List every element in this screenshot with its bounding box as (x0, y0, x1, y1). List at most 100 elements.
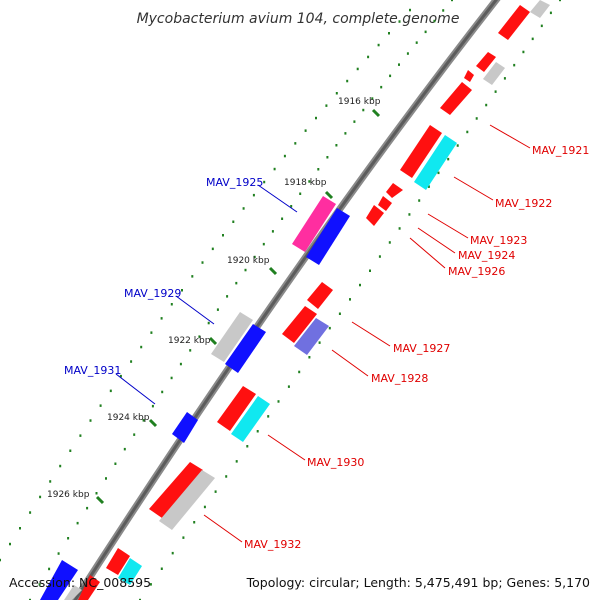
gene-feature (530, 0, 550, 18)
gene-feature (282, 306, 317, 343)
ring-dot (242, 207, 245, 210)
ring-dot (193, 521, 196, 524)
ring-dot (369, 269, 371, 272)
tick-label-1922: 1922 kbp (168, 336, 211, 346)
ring-dot (133, 433, 136, 436)
gene-feature (378, 196, 392, 211)
ring-dot (371, 97, 374, 100)
ring-dot (398, 227, 401, 230)
tick-label-1918: 1918 kbp (284, 178, 327, 188)
ring-dot (325, 104, 328, 107)
ring-dot (389, 74, 392, 78)
ring-dot (160, 317, 163, 320)
ring-dot (513, 63, 516, 67)
ring-dot (262, 242, 265, 246)
ring-dot (356, 67, 359, 71)
tick-1918 (324, 190, 334, 200)
ring-dot (170, 303, 173, 306)
ring-dot (95, 492, 98, 495)
gene-label: MAV_1927 (393, 342, 450, 355)
ring-dot (170, 376, 173, 380)
ring-dot (346, 79, 349, 83)
ring-dot (494, 90, 497, 93)
ring-dot (79, 434, 82, 437)
ring-dot (317, 168, 320, 171)
gene-feature (64, 585, 82, 600)
ring-dot (109, 389, 112, 393)
ring-dot (171, 551, 174, 555)
ring-dot (160, 567, 163, 570)
ring-dot (304, 129, 307, 132)
ring-dot (338, 312, 341, 315)
ring-dot (105, 477, 107, 480)
dotted-rings (0, 0, 561, 600)
ring-dot (198, 335, 201, 338)
ring-dot (418, 199, 421, 202)
ring-dot (378, 255, 381, 258)
ring-dot (142, 419, 145, 422)
ring-dot (308, 180, 311, 183)
ring-dot (559, 0, 561, 2)
ring-dot (408, 213, 411, 216)
ring-dot (456, 144, 459, 147)
ring-dot (203, 505, 206, 509)
gene-feature (292, 196, 336, 252)
ring-dot (123, 447, 126, 451)
ring-dot (182, 536, 185, 539)
ring-dot (328, 326, 331, 330)
ring-dot (235, 460, 238, 463)
ring-dot (19, 527, 21, 530)
ring-dot (207, 321, 210, 325)
tick-marks (95, 108, 381, 505)
gene-feature (400, 125, 442, 178)
tick-1916 (371, 108, 381, 118)
ring-dot (344, 132, 347, 135)
ring-dot (57, 552, 60, 555)
ring-dot (161, 390, 164, 394)
ring-dot (9, 542, 11, 546)
ring-dot (315, 116, 317, 120)
ring-dot (226, 295, 229, 298)
ring-dot (99, 404, 102, 407)
reverse-strand-features (40, 196, 350, 600)
ring-dot (353, 120, 356, 123)
ring-dot (253, 255, 256, 259)
ring-dot (367, 55, 370, 59)
ring-dot (349, 298, 351, 301)
ring-dot (437, 171, 440, 175)
gene-label: MAV_1930 (307, 456, 364, 469)
ring-dot (424, 30, 427, 34)
gene-label: MAV_1925 (206, 176, 263, 189)
gene-feature (306, 208, 350, 265)
ring-dot (214, 490, 217, 493)
ring-dot (244, 268, 247, 272)
ring-dot (149, 583, 152, 586)
ring-dot (335, 92, 338, 95)
gene-feature (78, 575, 100, 600)
gene-label: MAV_1928 (371, 372, 428, 385)
outer-dotted-ring (139, 0, 561, 600)
ring-dot (299, 192, 302, 195)
ring-dot (69, 449, 72, 452)
gene-label: MAV_1932 (244, 538, 301, 551)
gene-feature (118, 558, 142, 585)
gene-feature (307, 282, 333, 309)
gene-feature (414, 135, 457, 190)
ring-dot (89, 419, 92, 422)
ring-dot (151, 404, 154, 408)
tick-label-1926: 1926 kbp (47, 490, 90, 500)
gene-feature (498, 5, 530, 40)
ring-dot (475, 117, 478, 120)
gene-feature (386, 183, 403, 198)
gene-feature (40, 560, 78, 600)
ring-dot (287, 385, 290, 388)
ring-dot (308, 356, 311, 359)
ring-dot (38, 583, 41, 586)
ring-dot (522, 50, 525, 54)
ring-dot (49, 480, 52, 483)
tick-1926 (95, 495, 105, 505)
ring-dot (549, 11, 552, 15)
ring-dot (263, 180, 266, 184)
ring-dot (451, 0, 453, 2)
